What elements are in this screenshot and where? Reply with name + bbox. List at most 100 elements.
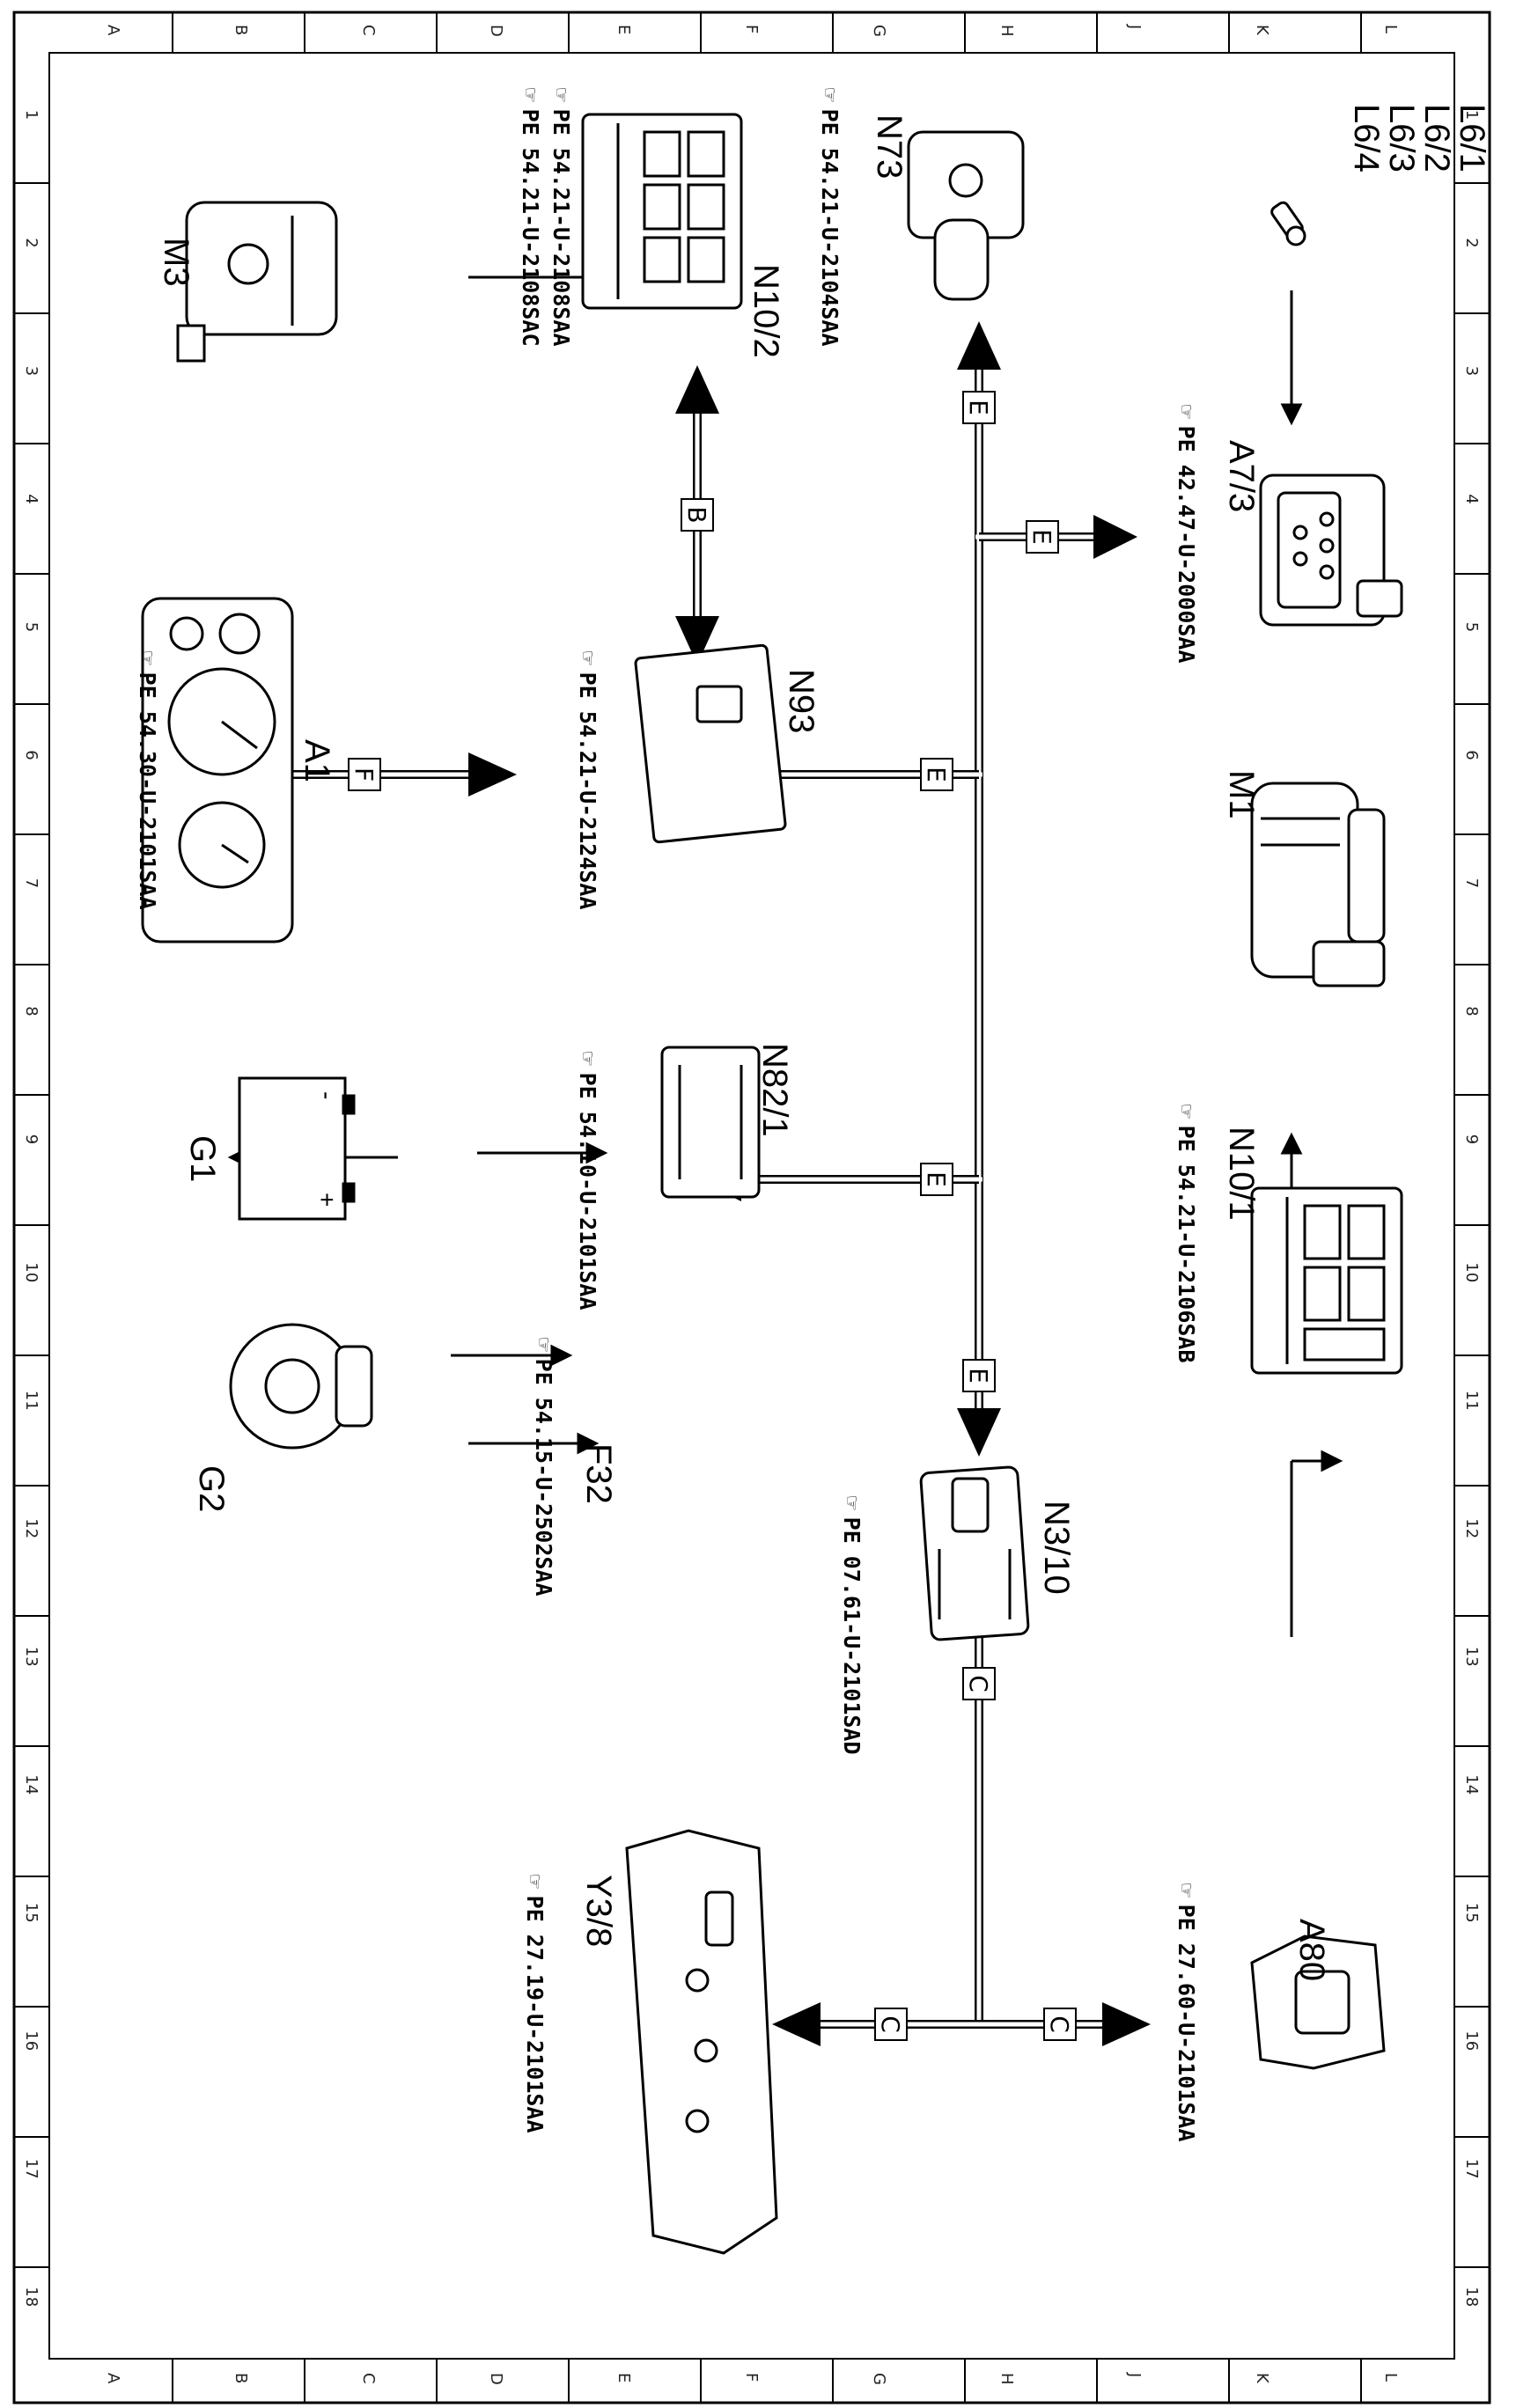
grid-col-top-14: 14: [1462, 1774, 1481, 1795]
component-a1-instrument-cluster: [141, 597, 294, 943]
hand-pointer-icon: ☞: [574, 1052, 600, 1066]
component-n3-10-engine-control-unit: [919, 1465, 1030, 1641]
hand-pointer-icon: ☞: [838, 1496, 865, 1510]
label-l6-3: L6/3: [1382, 104, 1421, 173]
ref-a7-3: ☞PE42.47-U-2000SAA: [1173, 405, 1199, 664]
grid-col-top-7: 7: [1462, 877, 1481, 889]
ref-n10-1-code[interactable]: 54.21-U-2106SAB: [1174, 1164, 1199, 1363]
label-g1-plus: +: [313, 1193, 341, 1208]
label-n73: N73: [870, 114, 909, 180]
ref-a1-code[interactable]: 54.30-U-2101SAA: [135, 710, 160, 910]
grid-row-left-H: H: [997, 25, 1017, 37]
ref-n10-1: ☞PE54.21-U-2106SAB: [1173, 1105, 1199, 1363]
grid-col-top-2: 2: [1462, 238, 1481, 248]
hand-pointer-icon: ☞: [521, 1875, 548, 1889]
hand-pointer-icon: ☞: [530, 1338, 556, 1352]
grid-row-right-H: H: [997, 2373, 1017, 2385]
grid-row-right-A: A: [103, 2373, 122, 2384]
ref-n93-code[interactable]: 54.21-U-2124SAA: [575, 710, 600, 910]
grid-row-left-G: G: [870, 25, 889, 37]
grid-col-top-17: 17: [1462, 2158, 1481, 2179]
grid-row-right-K: K: [1253, 2373, 1272, 2383]
label-a7-3: A7/3: [1222, 440, 1261, 513]
grid-col-top-15: 15: [1462, 1902, 1481, 1923]
bus-label-f-text: F: [350, 767, 379, 782]
ref-n82-1-code[interactable]: 54.10-U-2101SAA: [575, 1111, 600, 1310]
ref-prefix: PE: [1174, 1125, 1199, 1152]
ref-n10-2-code-b[interactable]: 54.21-U-2108SAC: [518, 147, 543, 347]
bus-b-arrowheads: [675, 365, 719, 664]
component-n10-2-fuse-relay-module: [581, 113, 743, 310]
ref-a7-3-code[interactable]: 42.47-U-2000SAA: [1174, 464, 1199, 664]
component-y3-8-valve-body: [625, 1829, 778, 2255]
component-m1-starter-motor: [1250, 782, 1386, 987]
bus-label-e-n310-text: E: [964, 1368, 993, 1384]
label-n10-1: N10/1: [1222, 1127, 1261, 1221]
ref-a80-code[interactable]: 27.60-U-2101SAA: [1174, 1942, 1199, 2142]
grid-col-top-1: 1: [1462, 109, 1481, 121]
grid-col-bottom-8: 8: [22, 1006, 40, 1017]
bus-label-e-n93-text: E: [922, 767, 951, 782]
label-g1-minus: -: [313, 1091, 341, 1100]
bus-label-e-n93: E: [920, 758, 953, 791]
grid-col-bottom-17: 17: [22, 2158, 40, 2179]
hand-pointer-icon: ☞: [517, 88, 543, 102]
label-l6-2: L6/2: [1417, 104, 1456, 173]
grid-col-top-18: 18: [1462, 2287, 1481, 2308]
grid-col-top-13: 13: [1462, 1646, 1481, 1667]
component-l6-sensor: [1270, 201, 1306, 246]
ref-f32-code[interactable]: 54.15-U-2502SAA: [531, 1397, 556, 1597]
grid-col-top-16: 16: [1462, 2030, 1481, 2052]
ref-n3-10-code[interactable]: 07.61-U-2101SAD: [839, 1555, 865, 1755]
grid-col-bottom-11: 11: [22, 1390, 40, 1411]
grid-row-left-L: L: [1380, 25, 1400, 34]
ref-n73-code[interactable]: 54.21-U-2104SAA: [817, 147, 843, 347]
grid-col-top-6: 6: [1462, 750, 1481, 760]
component-g1-battery: [238, 1076, 356, 1221]
grid-row-right-B: B: [231, 2373, 250, 2384]
grid-col-bottom-3: 3: [22, 365, 40, 377]
grid-col-bottom-4: 4: [22, 494, 40, 504]
bus-label-c-y38: C: [874, 2008, 908, 2041]
grid-row-right-J: J: [1125, 2373, 1144, 2378]
ref-n93: ☞PE54.21-U-2124SAA: [574, 651, 600, 910]
ref-y3-8-code[interactable]: 27.19-U-2101SAA: [522, 1934, 548, 2133]
component-n82-1-battery-control: [660, 1046, 761, 1199]
component-n10-1-fuse-relay-module: [1250, 1186, 1403, 1375]
bus-label-e-n82-text: E: [922, 1171, 951, 1187]
bus-label-e-n310: E: [962, 1359, 996, 1392]
ref-n10-2-a: ☞PE54.21-U-2108SAA: [548, 88, 574, 347]
label-n3-10: N3/10: [1037, 1501, 1076, 1595]
grid-col-bottom-5: 5: [22, 621, 40, 633]
ref-n3-10: ☞PE07.61-U-2101SAD: [838, 1496, 865, 1755]
label-y3-8: Y3/8: [579, 1875, 618, 1948]
ref-n10-2-code-a[interactable]: 54.21-U-2108SAA: [548, 147, 574, 347]
ref-prefix: PE: [518, 108, 543, 136]
label-m3: M3: [157, 238, 195, 287]
bus-label-c-main: C: [962, 1667, 996, 1700]
grid-col-top-4: 4: [1462, 494, 1481, 504]
grid-row-left-D: D: [486, 25, 505, 37]
ref-prefix: PE: [548, 108, 574, 136]
hand-pointer-icon: ☞: [134, 651, 160, 665]
ref-prefix: PE: [1174, 1904, 1199, 1931]
sheet-frame: [12, 11, 1491, 2404]
grid-col-top-5: 5: [1462, 621, 1481, 633]
bus-label-c-y38-text: C: [876, 2015, 905, 2033]
label-a80: A80: [1292, 1919, 1331, 1982]
grid-col-top-9: 9: [1462, 1134, 1481, 1145]
ref-a1: ☞PE54.30-U-2101SAA: [134, 651, 160, 910]
grid-row-right-L: L: [1380, 2373, 1400, 2382]
label-l6-4: L6/4: [1347, 104, 1386, 173]
label-f32: F32: [579, 1443, 618, 1504]
ref-prefix: PE: [1174, 425, 1199, 452]
label-n82-1: N82/1: [755, 1043, 794, 1137]
bus-label-e-top-text: E: [964, 400, 993, 415]
grid-col-bottom-14: 14: [22, 1774, 40, 1795]
bus-label-e-a73-text: E: [1027, 529, 1056, 545]
bus-label-e-top: E: [962, 391, 996, 424]
